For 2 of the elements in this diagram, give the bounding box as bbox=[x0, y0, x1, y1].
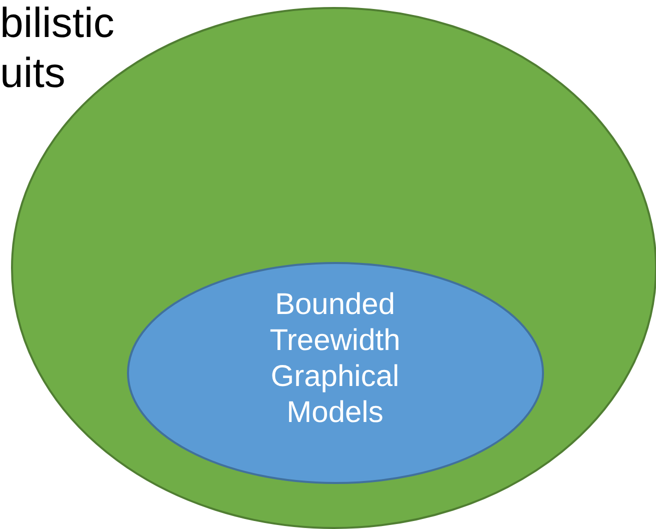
set-label: Bounded Treewidth Graphical Models bbox=[268, 287, 402, 431]
set-heading: bilistic uits bbox=[0, 0, 116, 98]
